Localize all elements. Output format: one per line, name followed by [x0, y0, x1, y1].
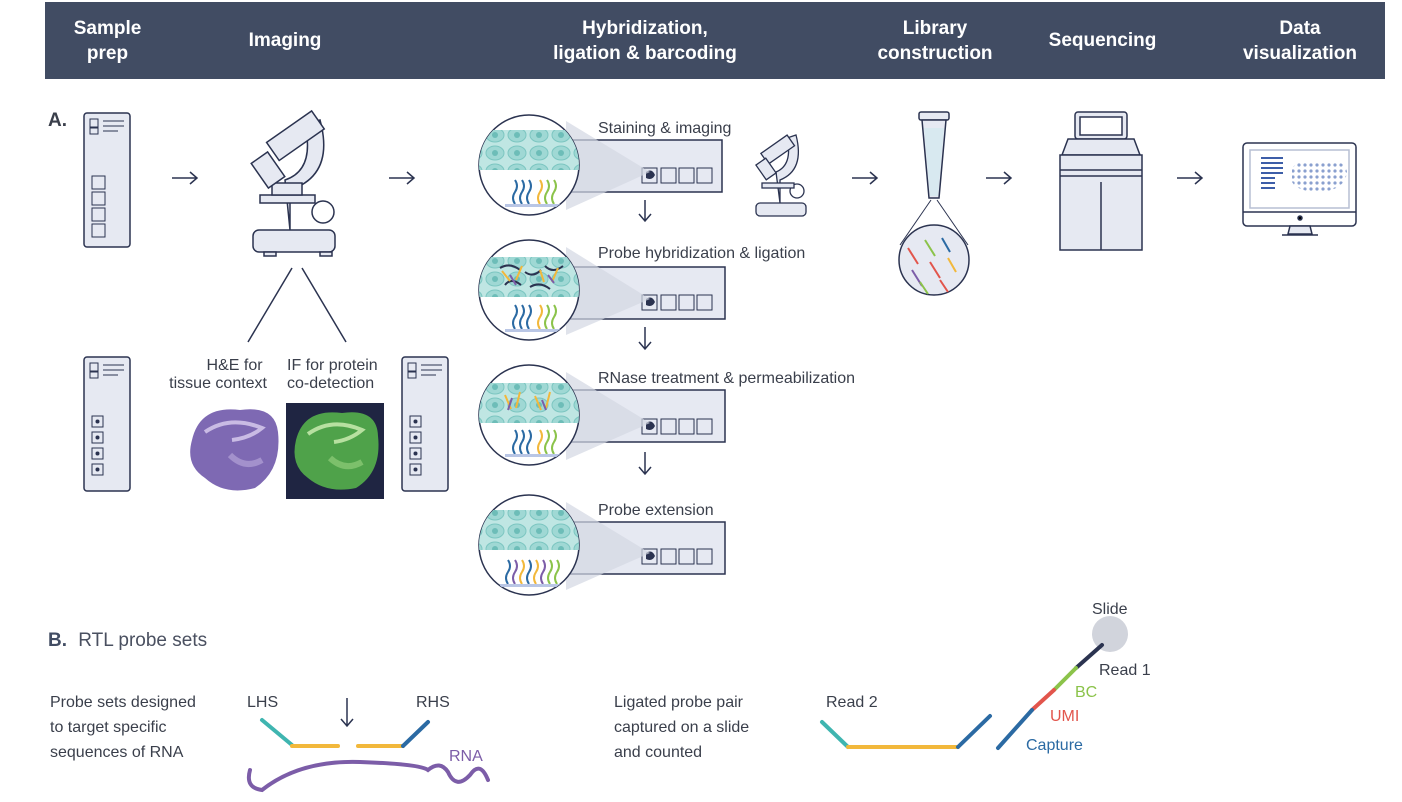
probe-sets-description-line: to target specific [50, 719, 167, 736]
section-b-marker: B. [48, 630, 67, 651]
section-b-title: RTL probe sets [78, 630, 207, 651]
capture-probe [996, 616, 1128, 750]
rhs-label: RHS [416, 694, 450, 711]
step-panel-extension [478, 494, 726, 596]
ligated-description: Ligated probe pair captured on a slide a… [614, 694, 754, 761]
slide-bead [1092, 616, 1128, 652]
umi-label: UMI [1050, 708, 1079, 725]
step-label-extension: Probe extension [598, 502, 714, 519]
if-stain-label-line: co-detection [287, 375, 374, 392]
section-b-heading: B. RTL probe sets [48, 630, 207, 651]
header-step-visualization: Data visualization [1242, 17, 1358, 64]
workflow-header: Sample prep Imaging Hybridization, ligat… [45, 2, 1385, 79]
step-label-staining: Staining & imaging [598, 120, 731, 137]
he-tissue-image [190, 409, 279, 491]
he-stain-label-line: tissue context [169, 375, 267, 392]
library-tube-icon [898, 111, 970, 296]
ligated-description-line: captured on a slide [614, 719, 749, 736]
probe-sets-description-line: Probe sets designed [50, 694, 196, 711]
step-panel-hybridization [478, 239, 726, 341]
sequencer-icon [1059, 111, 1143, 251]
he-stain-label: H&E for tissue context [169, 357, 267, 392]
arrow-icon [172, 171, 1204, 728]
if-tissue-image [286, 403, 384, 499]
section-a-marker: A. [48, 110, 67, 131]
step-label-hybridization: Probe hybridization & ligation [598, 245, 805, 262]
slide-label: Slide [1092, 601, 1128, 618]
probe-sets-description: Probe sets designed to target specific s… [50, 694, 200, 761]
slide-icon [401, 356, 449, 492]
rna-label: RNA [449, 748, 483, 765]
microscope-icon [755, 134, 807, 217]
rtl-probe-pair [260, 718, 430, 748]
step-panel-staining [478, 114, 723, 216]
if-stain-label-line: IF for protein [287, 357, 378, 374]
microscope-icon [250, 109, 336, 257]
probe-sets-description-line: sequences of RNA [50, 744, 184, 761]
ligated-probe-pair [820, 714, 992, 749]
lhs-label: LHS [247, 694, 278, 711]
he-stain-label-line: H&E for [207, 357, 264, 374]
rna-strand [246, 759, 490, 793]
header-step-hybridization: Hybridization, ligation & barcoding [553, 17, 737, 64]
step-panel-rnase [478, 364, 726, 466]
monitor-icon [1242, 142, 1357, 236]
read1-label: Read 1 [1099, 662, 1151, 679]
header-step-sample-prep: Sample prep [73, 17, 142, 64]
bc-label: BC [1075, 684, 1097, 701]
header-step-sequencing: Sequencing [1048, 30, 1157, 51]
slide-icon [83, 112, 131, 248]
ligated-description-line: and counted [614, 744, 702, 761]
if-stain-label: IF for protein co-detection [287, 357, 382, 392]
header-step-imaging: Imaging [248, 30, 322, 51]
step-label-rnase: RNase treatment & permeabilization [598, 370, 855, 387]
spatial-plot-icon [1261, 157, 1347, 192]
read2-label: Read 2 [826, 694, 878, 711]
ligated-description-line: Ligated probe pair [614, 694, 744, 711]
slide-icon [83, 356, 131, 492]
header-step-library: Library construction [877, 17, 993, 64]
capture-label: Capture [1026, 737, 1083, 754]
